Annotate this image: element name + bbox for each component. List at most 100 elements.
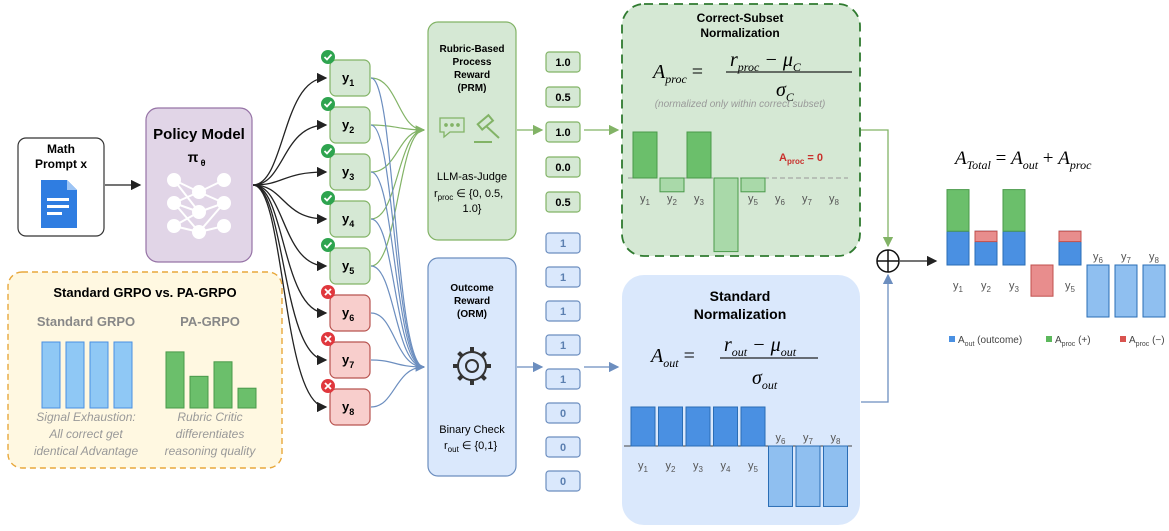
standard-grpo-bars: [41, 341, 133, 409]
total-out-bar: [1114, 264, 1138, 318]
response-box: [329, 153, 371, 191]
orm-score-box: [545, 402, 581, 424]
check-icon: [321, 191, 335, 205]
to-orm-line: [370, 265, 425, 368]
orm-score-box: [545, 470, 581, 492]
std-bar: [630, 406, 656, 447]
prm-formula-2: 1.0}: [463, 203, 482, 215]
pa-caption-1: Rubric Critic: [177, 410, 242, 424]
orm-score-value: 1: [560, 340, 566, 352]
check-icon: [321, 144, 335, 158]
cs-bar: [686, 131, 712, 179]
to-orm-line: [370, 77, 425, 368]
total-formula: ATotal = Aout + Aproc: [953, 148, 1092, 172]
response-label: y4: [342, 211, 354, 229]
prm-score-value: 1.0: [555, 57, 570, 69]
prm-score-value: 0.5: [555, 197, 570, 209]
standard-bar: [41, 341, 61, 409]
fanout-arrow: [252, 184, 328, 319]
cs-title-2: Normalization: [700, 26, 779, 40]
bar-label: y2: [666, 460, 677, 474]
std-title-1: Standard: [710, 288, 771, 304]
orm-title-3: (ORM): [457, 309, 487, 320]
response-label: y2: [342, 117, 354, 135]
response-box: [329, 341, 371, 379]
orm-title-2: Reward: [454, 296, 490, 307]
prm-score-box: [545, 156, 581, 178]
cs-bar: [740, 177, 766, 193]
bar-label: y3: [693, 460, 704, 474]
bar-label: y1: [638, 460, 649, 474]
response-label: y8: [342, 399, 354, 417]
prm-title-3: Reward: [454, 70, 490, 81]
cs-to-sum-arrow: [861, 129, 894, 248]
document-icon: [41, 180, 77, 228]
fanout-arrow: [252, 166, 328, 186]
prompt-line1: Math: [47, 142, 75, 156]
fanout-arrow: [252, 184, 328, 272]
standard-bar: [65, 341, 85, 409]
bar-label: y5: [748, 193, 759, 207]
response-box: [329, 247, 371, 285]
response-box: [329, 294, 371, 332]
total-out-bar: [1142, 264, 1166, 318]
orm-check: Binary Check: [439, 424, 505, 436]
prm-score-box: [545, 191, 581, 213]
pa-grpo-bars: [165, 351, 257, 409]
to-prm-line: [370, 129, 425, 267]
orm-title-1: Outcome: [450, 283, 494, 294]
fanout-arrow: [252, 184, 328, 225]
std-formula-den: σout: [752, 367, 778, 392]
pa-bar: [237, 387, 257, 409]
orm-score-box: [545, 232, 581, 254]
orm-box: Outcome Reward (ORM) Binary Check rout ∈…: [427, 257, 517, 477]
prm-score-box: [545, 51, 581, 73]
prm-formula: rproc ∈ {0, 0.5,: [434, 188, 503, 202]
orm-score-value: 1: [560, 238, 566, 250]
total-proc-neg-bar: [974, 230, 998, 243]
std-to-sum-arrow: [861, 273, 894, 403]
bar-label: y3: [694, 193, 705, 207]
comparison-title: Standard GRPO vs. PA-GRPO: [53, 285, 236, 300]
cs-bar: [713, 177, 739, 253]
response-box: [329, 106, 371, 144]
bar-label: y1: [953, 280, 964, 294]
legend-swatch: [1120, 336, 1126, 342]
standard-bar: [89, 341, 109, 409]
bar-label: y2: [667, 193, 678, 207]
response-label: y3: [342, 164, 354, 182]
standard-caption-2: All correct get: [48, 427, 123, 441]
responses-to-prm-lines: [370, 77, 426, 267]
responses-to-orm-lines: [370, 77, 426, 408]
standard-caption-3: identical Advantage: [34, 444, 139, 458]
pa-caption-2: differentiates: [176, 427, 245, 441]
response-box: [329, 200, 371, 238]
fanout-arrow: [252, 184, 328, 366]
total-proc-neg-bar: [1058, 230, 1082, 243]
std-title-2: Normalization: [694, 306, 787, 322]
orm-formula: rout ∈ {0,1}: [444, 440, 497, 454]
policy-symbol: π: [188, 149, 199, 165]
std-bar: [658, 406, 683, 447]
cs-bar: [659, 177, 685, 193]
cs-bar: [632, 131, 658, 179]
bar-label: y8: [1149, 251, 1160, 265]
orm-score-value: 0: [560, 408, 566, 420]
prm-score-value: 0.0: [555, 162, 570, 174]
orm-score-box: [545, 266, 581, 288]
orm-score-value: 0: [560, 442, 566, 454]
response-label: y6: [342, 305, 354, 323]
prm-title-2: Process: [453, 57, 492, 68]
bar-label: y5: [1065, 280, 1076, 294]
response-box: [329, 388, 371, 426]
policy-model-box: Policy Model π θ: [145, 107, 253, 263]
policy-sub: θ: [201, 158, 206, 168]
total-out-bar: [946, 230, 970, 266]
to-orm-line: [370, 171, 425, 368]
check-icon: [321, 97, 335, 111]
standard-grpo-title: Standard GRPO: [37, 314, 135, 329]
math-prompt-box: Math Prompt x: [17, 137, 105, 237]
bar-label: y7: [802, 193, 813, 207]
